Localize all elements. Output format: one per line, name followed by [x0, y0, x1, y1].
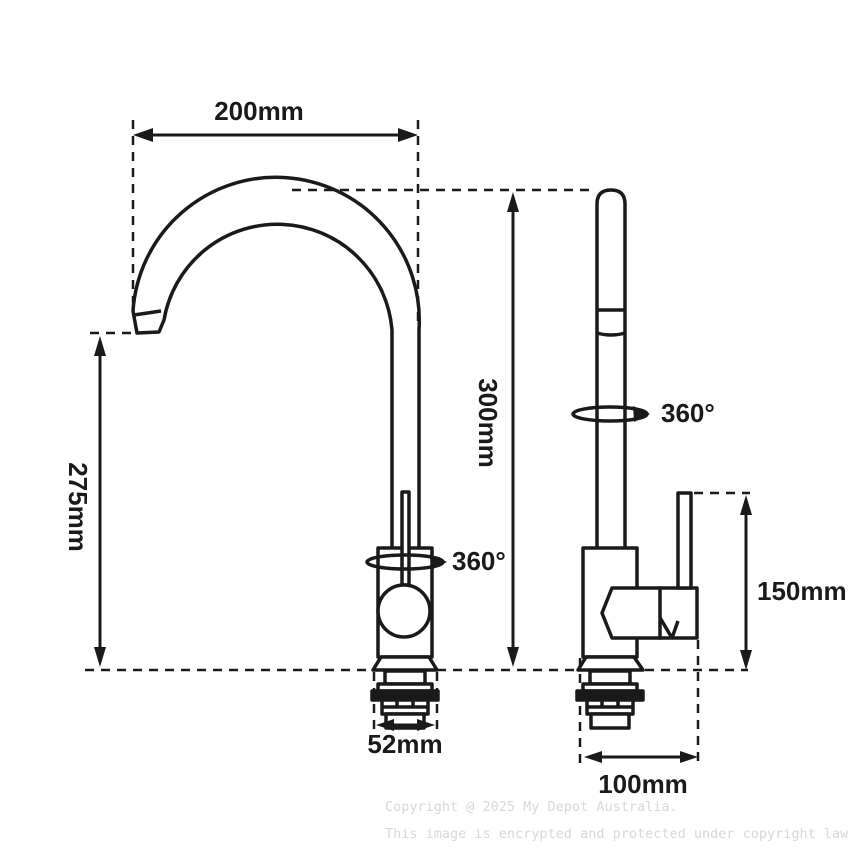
dimension-label-overall-height: 300mm	[473, 378, 503, 468]
dimension-label-spout-clearance: 275mm	[63, 462, 93, 552]
rotation-arrow-icon	[430, 554, 447, 570]
dimension-lines	[94, 128, 752, 763]
side-mounting-hardware	[575, 669, 645, 730]
spout-aerator-line	[133, 309, 162, 317]
front-swivel-indicator	[365, 553, 447, 571]
front-ball-joint	[376, 583, 432, 639]
side-lever-rod	[676, 491, 693, 590]
side-riser-pipe	[595, 188, 627, 548]
front-mounting-hardware	[370, 669, 440, 730]
side-base-flange	[576, 655, 645, 672]
front-lever-rod	[400, 490, 411, 587]
rotation-arrow-icon	[633, 406, 650, 422]
front-base-flange	[371, 655, 439, 672]
side-swivel-indicator	[571, 405, 650, 423]
side-handle-joint	[600, 586, 662, 640]
gooseneck-spout	[131, 175, 422, 548]
side-view-faucet	[571, 188, 699, 730]
front-view-faucet	[131, 175, 447, 730]
side-handle-hub	[657, 586, 699, 640]
swivel-label-front: 360°	[452, 546, 506, 576]
dim-300mm	[507, 192, 519, 667]
dimension-label-base-width: 52mm	[367, 729, 443, 759]
dimension-label-spout-reach: 200mm	[214, 96, 304, 126]
swivel-label-side: 360°	[661, 398, 715, 428]
side-pipe-joint-lower	[596, 331, 626, 337]
dimension-label-base-depth: 100mm	[598, 769, 688, 799]
copyright-watermark-line2: This image is encrypted and protected un…	[385, 826, 850, 842]
dimension-label-handle-height: 150mm	[757, 576, 847, 606]
dim-52mm	[376, 719, 435, 731]
dim-100mm	[584, 751, 698, 763]
dim-150mm	[740, 495, 752, 670]
dim-200mm	[133, 128, 418, 142]
copyright-watermark-line1: Copyright @ 2025 My Depot Australia.	[385, 799, 678, 815]
dim-275mm	[94, 336, 106, 667]
